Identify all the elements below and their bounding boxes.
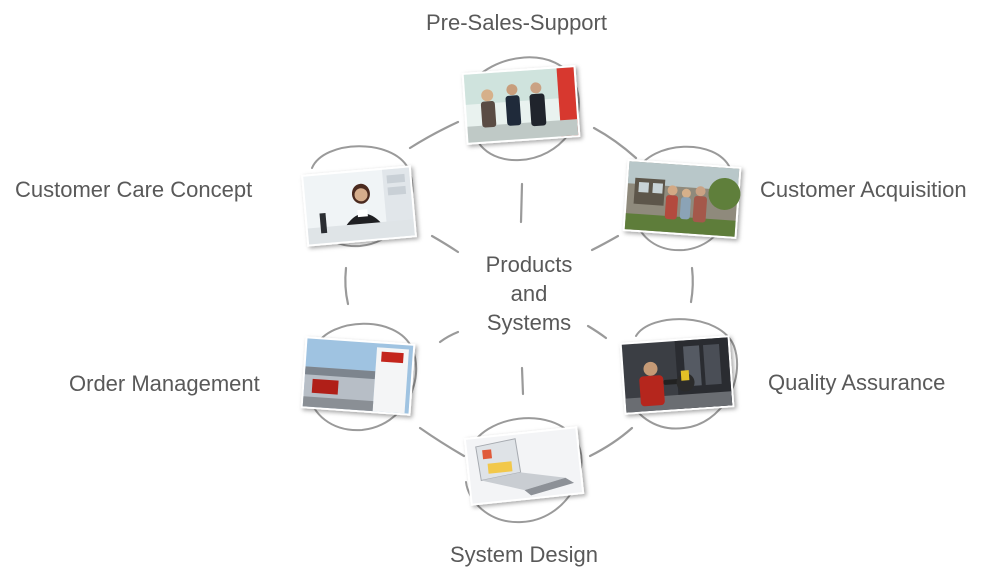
center-label-line-1: Products	[485, 252, 573, 277]
business-meeting-photo	[461, 65, 581, 145]
call-center-photo	[301, 165, 417, 247]
center-label-line-3: Systems	[486, 310, 572, 335]
center-label: Products and Systems	[470, 250, 588, 337]
laptop-photo	[463, 426, 585, 506]
technician-photo	[619, 335, 735, 415]
spoke-lower-right	[586, 324, 608, 340]
spoke-bottom	[520, 366, 525, 396]
spoke-top	[519, 182, 524, 224]
node-label-customer-care-concept: Customer Care Concept	[15, 177, 253, 202]
connector-order-to-care	[344, 266, 350, 306]
circle-quality	[629, 318, 739, 430]
node-label-customer-acquisition: Customer Acquisition	[760, 177, 967, 202]
connector-quality-to-design	[588, 426, 634, 458]
node-label-order-management: Order Management	[69, 371, 260, 396]
node-label-quality-assurance: Quality Assurance	[768, 370, 946, 395]
spoke-upper-left	[430, 234, 460, 254]
house-visit-photo	[622, 159, 742, 239]
connector-design-to-order	[418, 426, 466, 458]
spoke-lines	[430, 182, 620, 396]
warehouse-photo	[300, 336, 416, 416]
node-label-system-design: System Design	[450, 542, 598, 567]
center-label-line-2: and	[510, 281, 548, 306]
connector-care-to-presales	[408, 120, 460, 150]
spoke-upper-right	[590, 234, 620, 252]
circle-order	[309, 322, 418, 432]
connector-presales-to-acquisition	[592, 126, 638, 160]
spoke-lower-left	[438, 330, 460, 344]
connector-acquisition-to-quality	[689, 266, 694, 304]
node-label-pre-sales-support: Pre-Sales-Support	[426, 10, 607, 35]
connector-lines	[344, 120, 694, 458]
